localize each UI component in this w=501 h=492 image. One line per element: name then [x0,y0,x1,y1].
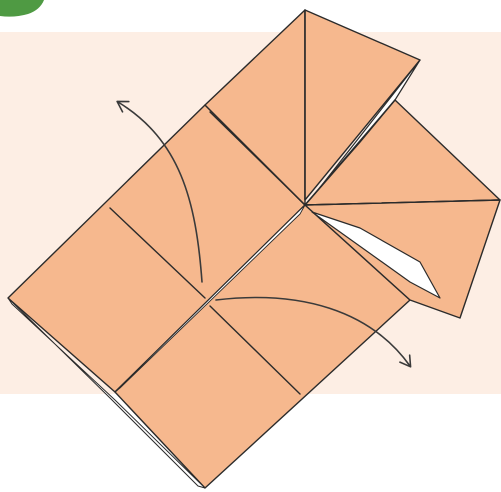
corner-badge [0,0,44,17]
